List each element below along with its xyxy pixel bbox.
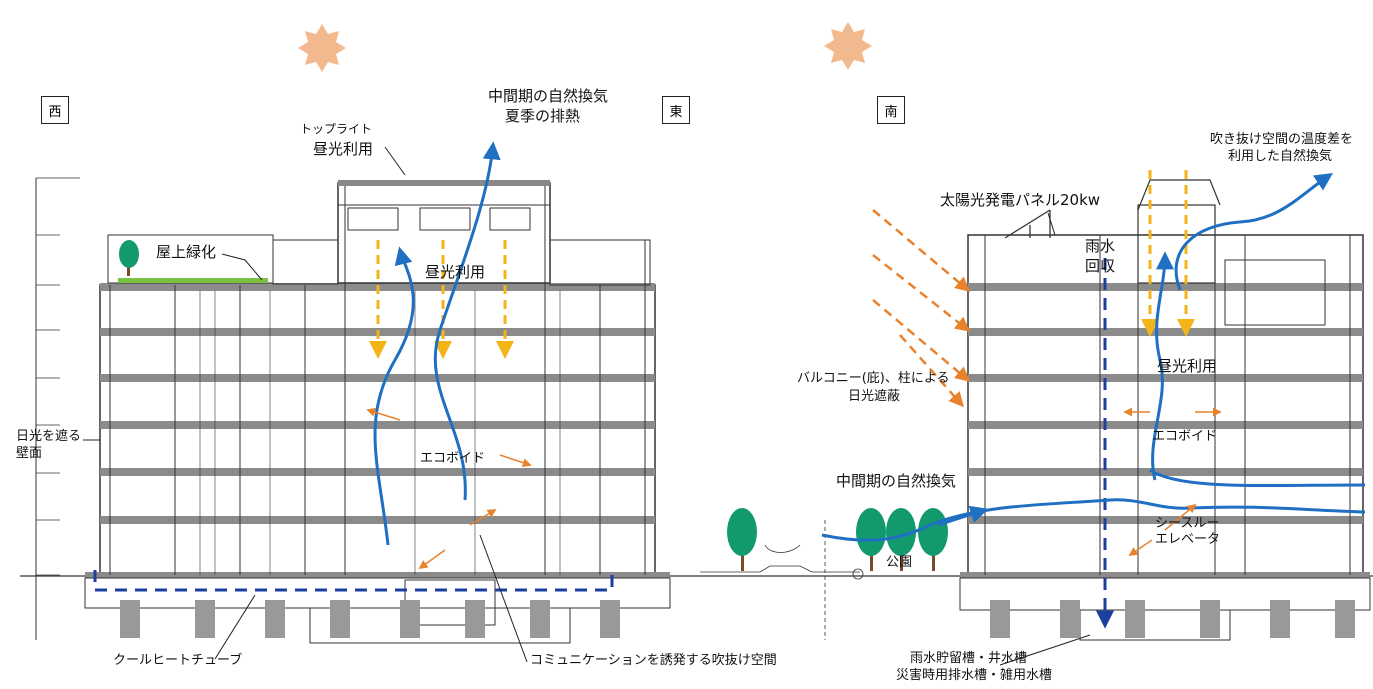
label-rain-2: 回収 [1085,257,1116,275]
sun-icon-south [824,22,872,70]
tree-icon-park-1 [727,508,757,571]
label-daylight-top: 昼光利用 [313,140,374,158]
label-solar-panel: 太陽光発電パネル20kw [940,191,1101,209]
label-cool-heat-tube: クールヒートチューブ [113,653,243,668]
label-daylight-mid: 昼光利用 [425,263,486,281]
label-natural-vent-1: 中間期の自然換気 [488,87,609,105]
airflow-arrows-south [821,173,1366,542]
cool-heat-tube-duct [93,570,614,592]
label-rain-1: 雨水 [1085,237,1116,255]
tree-icon-park-4 [918,508,948,571]
label-see-through-1: シースルー [1155,516,1220,531]
label-comm-void: コミュニケーションを誘発する吹抜け空間 [530,653,777,668]
heat-arrows-south [1123,407,1222,557]
south-section [940,179,1373,641]
tree-icon-park-2 [856,508,886,571]
label-stack-vent-1: 吹き抜け空間の温度差を [1210,132,1354,147]
label-ecovoid-south: エコボイド [1152,429,1218,444]
label-park: 公園 [886,555,913,570]
daylight-arrows-south [1141,170,1195,337]
tree-icon-roof [119,240,139,276]
orientation-south-box: 南 [877,96,905,124]
tree-icon-park-3 [886,508,916,571]
label-stack-vent-2: 利用した自然換気 [1228,149,1333,164]
label-daylight-south: 昼光利用 [1157,357,1218,375]
label-ecovoid-west: エコボイド [420,451,486,466]
label-tank-1: 雨水貯留槽・井水槽 [910,651,1028,666]
label-tank-2: 災害時用排水槽・雑用水槽 [896,668,1053,683]
sun-shading-arrows [872,209,971,408]
park [700,520,864,640]
label-see-through-2: エレベータ [1155,532,1221,547]
orientation-west-box: 西 [41,96,69,124]
airflow-arrows-west [373,141,501,546]
sun-icon-west [298,24,346,72]
label-balcony-1: バルコニー(庇)、柱による [797,371,950,386]
orientation-east-box: 東 [662,96,690,124]
label-roof-green: 屋上緑化 [156,243,217,261]
label-toplight: トップライト [300,122,373,136]
daylight-arrows-west [369,240,514,359]
label-wall-sun-2: 壁面 [16,446,43,461]
label-natural-vent-mid: 中間期の自然換気 [836,472,957,490]
heat-arrows-west [366,407,532,570]
label-wall-sun-1: 日光を遮る [16,429,82,444]
label-balcony-2: 日光遮蔽 [848,389,901,404]
label-natural-vent-2: 夏季の排熱 [505,107,581,125]
